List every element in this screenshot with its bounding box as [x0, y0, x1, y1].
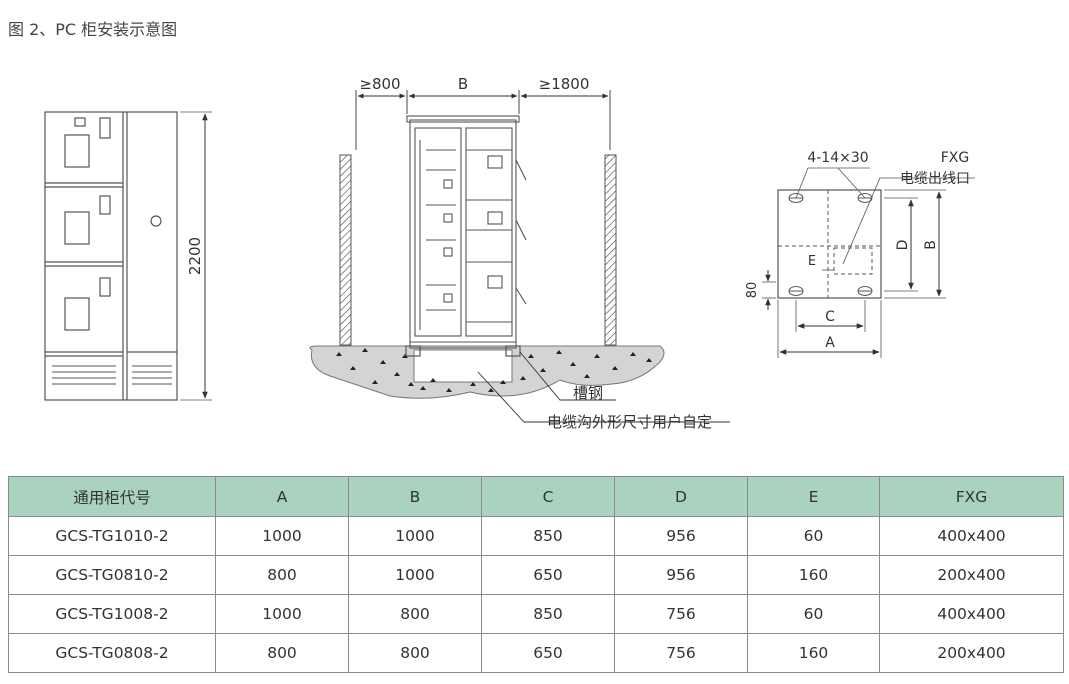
front-height-label: 2200	[186, 237, 204, 275]
table-row: GCS-TG0808-2 800 800 650 756 160 200x400	[8, 633, 1064, 673]
column-header: A	[215, 476, 349, 517]
table-cell: 400x400	[879, 516, 1064, 556]
table-row: GCS-TG1008-2 1000 800 850 756 60 400x400	[8, 594, 1064, 634]
dim-a-label: A	[825, 335, 835, 351]
left-wall	[339, 154, 352, 346]
table-cell: 756	[614, 594, 748, 634]
table-cell: 200x400	[879, 555, 1064, 595]
table-cell: 60	[747, 594, 880, 634]
table-cell: GCS-TG0810-2	[8, 555, 216, 595]
side-view	[309, 90, 730, 423]
base-outline	[777, 189, 882, 299]
table-cell: 1000	[215, 594, 349, 634]
aggregate-dots	[336, 348, 652, 392]
column-header: B	[348, 476, 482, 517]
plan-view	[762, 167, 975, 358]
drawer-window	[64, 211, 90, 245]
dim-d-label: D	[895, 240, 911, 251]
fxg-label: FXG	[941, 150, 970, 166]
table-cell: 850	[481, 516, 615, 556]
table-cell: 800	[215, 555, 349, 595]
table-cell: 400x400	[879, 594, 1064, 634]
dim-e-label: E	[808, 254, 816, 269]
spec-table: 通用柜代号 A B C D E FXG GCS-TG1010-2 1000 10…	[8, 476, 1064, 673]
table-cell: 956	[614, 516, 748, 556]
door-handle	[150, 215, 162, 227]
side-cabinet-body	[409, 119, 517, 349]
right-clearance-label: ≥1800	[539, 75, 590, 93]
dim-b-label: B	[923, 240, 939, 250]
column-header: 通用柜代号	[8, 476, 216, 517]
table-cell: 1000	[348, 516, 482, 556]
table-cell: GCS-TG1008-2	[8, 594, 216, 634]
table-cell: 200x400	[879, 633, 1064, 673]
table-cell: 800	[348, 633, 482, 673]
holes-label: 4-14×30	[807, 150, 868, 166]
front-view	[44, 111, 212, 401]
table-cell: 650	[481, 555, 615, 595]
table-cell: 956	[614, 555, 748, 595]
table-cell: 756	[614, 633, 748, 673]
cable-trench	[413, 349, 513, 383]
channel-steel-left	[405, 345, 421, 357]
table-cell: GCS-TG1010-2	[8, 516, 216, 556]
dim-80-label: 80	[745, 282, 760, 299]
table-cell: 60	[747, 516, 880, 556]
column-header: FXG	[879, 476, 1064, 517]
side-width-label: B	[458, 75, 468, 93]
table-cell: 1000	[215, 516, 349, 556]
channel-steel-label: 槽钢	[573, 384, 603, 402]
figure-caption: 图 2、PC 柜安装示意图	[8, 20, 178, 39]
table-cell: GCS-TG0808-2	[8, 633, 216, 673]
column-header: D	[614, 476, 748, 517]
trench-label: 电缆沟外形尺寸用户自定	[547, 413, 712, 431]
channel-steel-right	[505, 345, 521, 357]
table-cell: 850	[481, 594, 615, 634]
column-header: C	[481, 476, 615, 517]
column-header: E	[747, 476, 880, 517]
table-cell: 800	[215, 633, 349, 673]
left-clearance-label: ≥800	[359, 75, 400, 93]
table-cell: 160	[747, 633, 880, 673]
drawer-window	[64, 297, 90, 331]
dim-c-label: C	[825, 309, 835, 325]
table-cell: 1000	[348, 555, 482, 595]
table-header-row: 通用柜代号 A B C D E FXG	[8, 476, 1064, 517]
cabinet-outline	[44, 111, 178, 401]
drawer-window	[64, 134, 90, 168]
cable-outlet-label: 电缆出线口	[900, 171, 970, 187]
cable-outlet	[833, 247, 873, 275]
table-row: GCS-TG1010-2 1000 1000 850 956 60 400x40…	[8, 516, 1064, 556]
table-cell: 650	[481, 633, 615, 673]
table-cell: 160	[747, 555, 880, 595]
table-cell: 800	[348, 594, 482, 634]
table-row: GCS-TG0810-2 800 1000 650 956 160 200x40…	[8, 555, 1064, 595]
right-wall	[604, 154, 617, 346]
